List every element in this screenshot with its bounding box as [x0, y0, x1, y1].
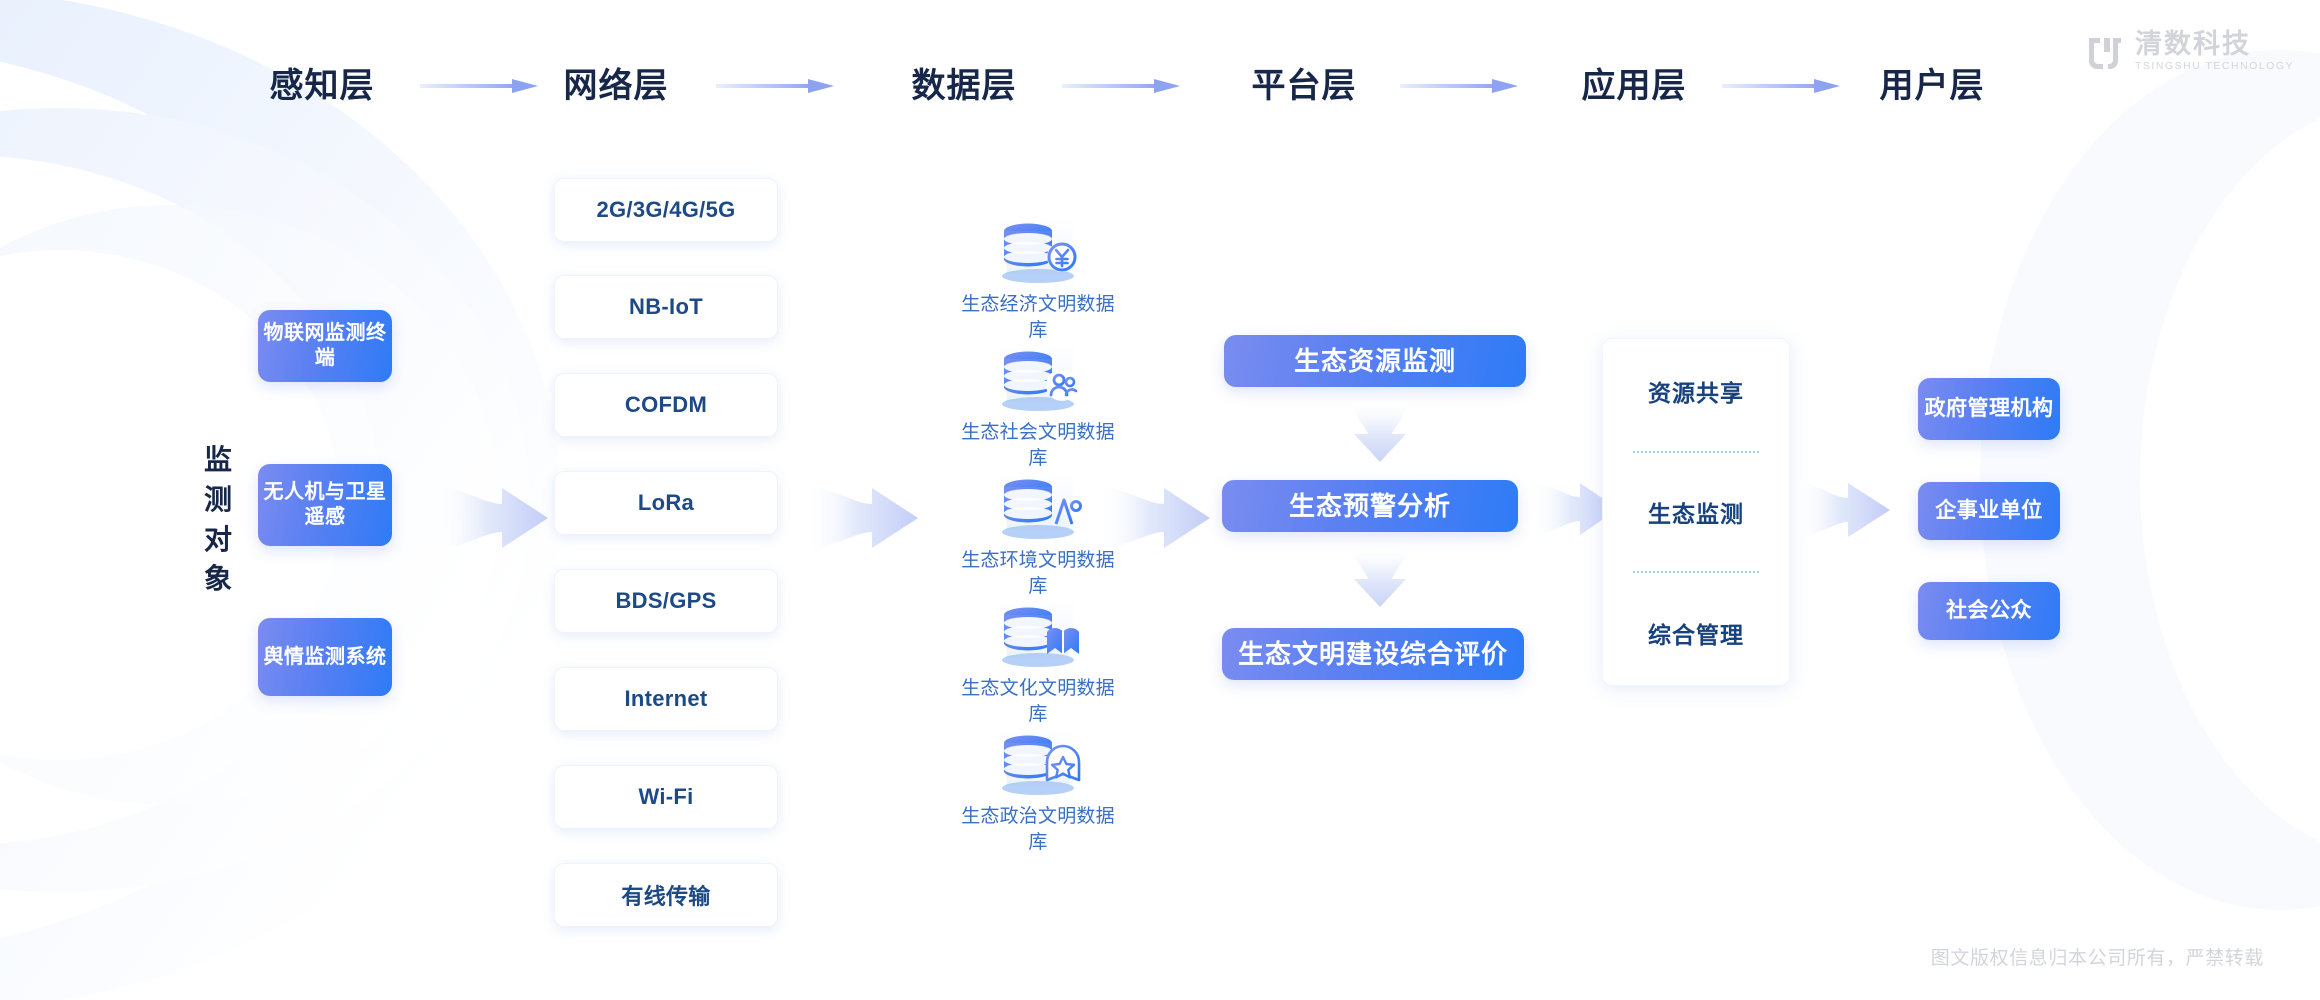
app-divider-1: [1633, 450, 1759, 453]
layer-header-row: 感知层 网络层 数据层 平台层 应用层 用户层: [0, 58, 2320, 114]
header-arrow-right-icon-2: [716, 79, 834, 93]
header-layer-app: 应用层: [1581, 67, 1687, 105]
flow-arrow-network-to-data-icon: [806, 484, 918, 552]
header-layer-sense: 感知层: [269, 67, 375, 105]
database-item-economy[interactable]: 生态经济文明数据库: [958, 216, 1118, 344]
network-card-lora[interactable]: LoRa: [554, 471, 778, 535]
flow-arrow-app-to-user-icon: [1796, 480, 1890, 540]
header-arrow-right-icon-3: [1062, 79, 1180, 93]
database-label-politics: 生态政治文明数据库: [961, 806, 1115, 854]
database-environment-icon: [1001, 472, 1082, 539]
header-layer-user: 用户层: [1879, 67, 1985, 105]
database-label-culture: 生态文化文明数据库: [961, 678, 1115, 726]
logo-text-cn: 清数科技: [2135, 29, 2251, 59]
header-layer-platform: 平台层: [1251, 67, 1357, 105]
database-label-environment: 生态环境文明数据库: [961, 550, 1115, 598]
sense-box-iot-terminal[interactable]: 物联网监测终端: [258, 310, 392, 382]
sense-box-uav-satellite[interactable]: 无人机与卫星遥感: [258, 464, 392, 546]
database-item-politics[interactable]: 生态政治文明数据库: [958, 728, 1118, 856]
flow-arrow-sense-to-network-icon: [436, 484, 548, 552]
copyright-notice: 图文版权信息归本公司所有，严禁转载: [1930, 948, 2264, 969]
network-card-bdsgps[interactable]: BDS/GPS: [554, 569, 778, 633]
network-card-wired[interactable]: 有线传输: [554, 863, 778, 927]
header-arrow-right-icon-1: [420, 79, 538, 93]
tsingshu-logo-mark-icon: [2089, 37, 2121, 69]
database-item-environment[interactable]: 生态环境文明数据库: [958, 472, 1118, 600]
flow-arrow-data-to-platform-icon: [1098, 484, 1210, 552]
database-politics-icon: [1001, 728, 1081, 795]
app-item-comprehensive-management[interactable]: 综合管理: [1648, 621, 1744, 648]
header-layer-network: 网络层: [563, 67, 669, 105]
user-box-government[interactable]: 政府管理机构: [1918, 378, 2060, 440]
database-society-icon: [1001, 344, 1078, 411]
header-arrow-right-icon-4: [1400, 79, 1518, 93]
platform-box-resource-monitoring[interactable]: 生态资源监测: [1224, 335, 1526, 387]
platform-box-early-warning-analysis[interactable]: 生态预警分析: [1222, 480, 1518, 532]
network-card-wifi[interactable]: Wi-Fi: [554, 765, 778, 829]
database-economy-icon: [1001, 216, 1077, 283]
network-card-cofdm[interactable]: COFDM: [554, 373, 778, 437]
app-item-resource-sharing[interactable]: 资源共享: [1648, 380, 1744, 407]
platform-arrow-down-icon-1: [1350, 400, 1410, 462]
platform-arrow-down-icon-2: [1350, 545, 1410, 607]
logo-text-en: TSINGSHU TECHNOLOGY: [2135, 60, 2294, 73]
header-layer-data: 数据层: [911, 67, 1017, 105]
user-box-enterprise[interactable]: 企事业单位: [1918, 482, 2060, 540]
platform-box-comprehensive-evaluation[interactable]: 生态文明建设综合评价: [1222, 628, 1524, 680]
network-card-nbiot[interactable]: NB-IoT: [554, 275, 778, 339]
sense-box-public-opinion[interactable]: 舆情监测系统: [258, 618, 392, 696]
user-box-public[interactable]: 社会公众: [1918, 582, 2060, 640]
app-divider-2: [1633, 571, 1759, 574]
application-card: 资源共享 生态监测 综合管理: [1602, 338, 1790, 686]
app-item-eco-monitoring[interactable]: 生态监测: [1648, 500, 1744, 527]
database-item-culture[interactable]: 生态文化文明数据库: [958, 600, 1118, 728]
header-arrow-right-icon-5: [1722, 79, 1840, 93]
database-label-economy: 生态经济文明数据库: [961, 294, 1115, 342]
database-item-society[interactable]: 生态社会文明数据库: [958, 344, 1118, 472]
flow-arrow-platform-to-app-icon: [1532, 480, 1618, 538]
database-culture-icon: [1001, 600, 1079, 667]
network-card-internet[interactable]: Internet: [554, 667, 778, 731]
company-logo: 清数科技 TSINGSHU TECHNOLOGY: [2085, 30, 2294, 74]
network-card-2g3g4g5g[interactable]: 2G/3G/4G/5G: [554, 178, 778, 242]
monitoring-object-label: 监测对象: [203, 444, 232, 595]
database-label-society: 生态社会文明数据库: [961, 422, 1115, 470]
